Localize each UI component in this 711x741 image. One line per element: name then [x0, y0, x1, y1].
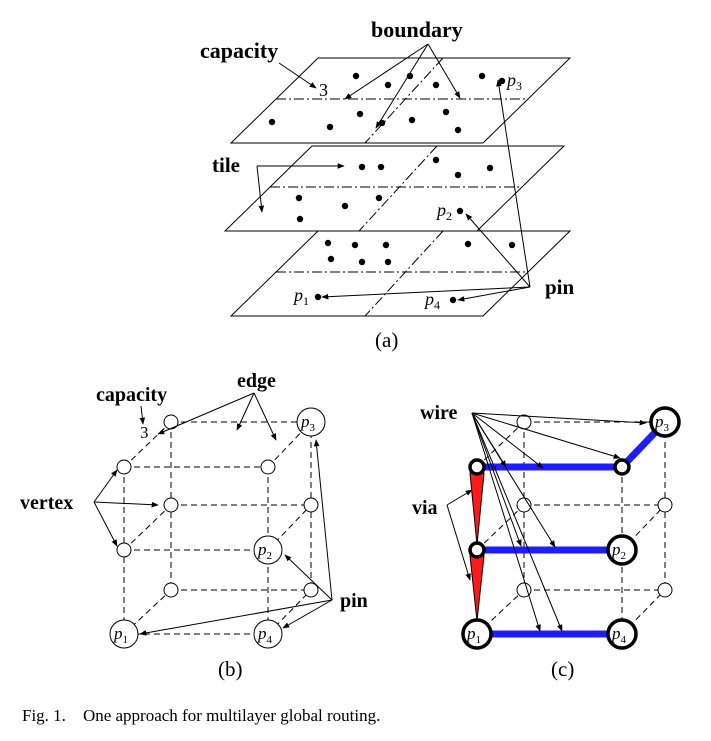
panel-b-vertices: [116, 414, 319, 598]
panel-c-arrows: [446, 412, 647, 632]
panel-c-label: (c): [551, 657, 574, 681]
capacity-value-b: 3: [140, 423, 149, 442]
capacity-label-b: capacity: [96, 384, 167, 406]
middle-layer-dots: [295, 156, 494, 223]
middle-layer-plane: [223, 145, 566, 232]
caption-text: One approach for multilayer global routi…: [82, 706, 381, 725]
wire-label: wire: [420, 402, 458, 424]
pin-p4-label-a: p4: [423, 289, 440, 312]
panel-b-grid-edges: [123, 421, 312, 635]
panel-c-wires: [480, 418, 669, 638]
pin-p2-label-a: p2: [435, 200, 452, 223]
pin-p1-label-a: p1: [292, 285, 309, 308]
pin-p3-label-c: p3: [654, 412, 670, 434]
top-layer-dots: [268, 72, 506, 134]
pin-p2-label-c: p2: [611, 540, 626, 562]
pin-p3-label-b: p3: [300, 412, 316, 434]
pin-label-b: pin: [340, 590, 368, 612]
pin-p4-label-c: p4: [611, 624, 627, 646]
bottom-layer-plane: [229, 230, 572, 317]
panel-a: capacity boundary tile pin 3 p3 p2 p1 p4: [200, 17, 575, 352]
via-label: via: [412, 497, 438, 519]
edge-label: edge: [237, 370, 276, 392]
boundary-label: boundary: [371, 17, 463, 42]
top-layer-vertical-boundary: [364, 57, 444, 144]
pin-p1-label-b: p1: [113, 624, 128, 646]
panel-b-arrows: [93, 392, 333, 636]
pin-label-a: pin: [545, 275, 575, 299]
caption-fig-label: Fig. 1.: [22, 706, 66, 725]
panel-c-pin-vertices: [461, 406, 681, 650]
figure-caption: Fig. 1. One approach for multilayer glob…: [22, 706, 380, 726]
vertex-label: vertex: [20, 492, 73, 514]
pin-p3-label-a: p3: [505, 70, 522, 93]
panel-b-pin-vertices: [109, 407, 326, 649]
middle-layer-vertical-boundary: [358, 145, 438, 232]
panel-a-label: (a): [375, 328, 398, 352]
capacity-label-a: capacity: [200, 38, 278, 63]
panel-a-arrows: [256, 43, 531, 302]
bottom-layer-dots: [314, 239, 516, 304]
panel-c-wire-endpoints: [468, 458, 631, 559]
panel-c: p3 p2 p1 p4 wire via (c): [412, 402, 681, 681]
pin-p1-label-c: p1: [466, 624, 481, 646]
tile-label: tile: [212, 153, 240, 177]
top-layer-plane: [229, 57, 572, 144]
pin-p4-label-b: p4: [257, 624, 273, 646]
pin-p2-label-b: p2: [257, 540, 272, 562]
panel-b-label: (b): [218, 657, 243, 681]
bottom-layer-vertical-boundary: [364, 230, 444, 317]
panel-b: p3 p2 p1 p4 capacity edge vertex pin 3: [20, 370, 368, 681]
panel-c-vertices: [516, 414, 673, 598]
capacity-value-a: 3: [319, 80, 328, 100]
